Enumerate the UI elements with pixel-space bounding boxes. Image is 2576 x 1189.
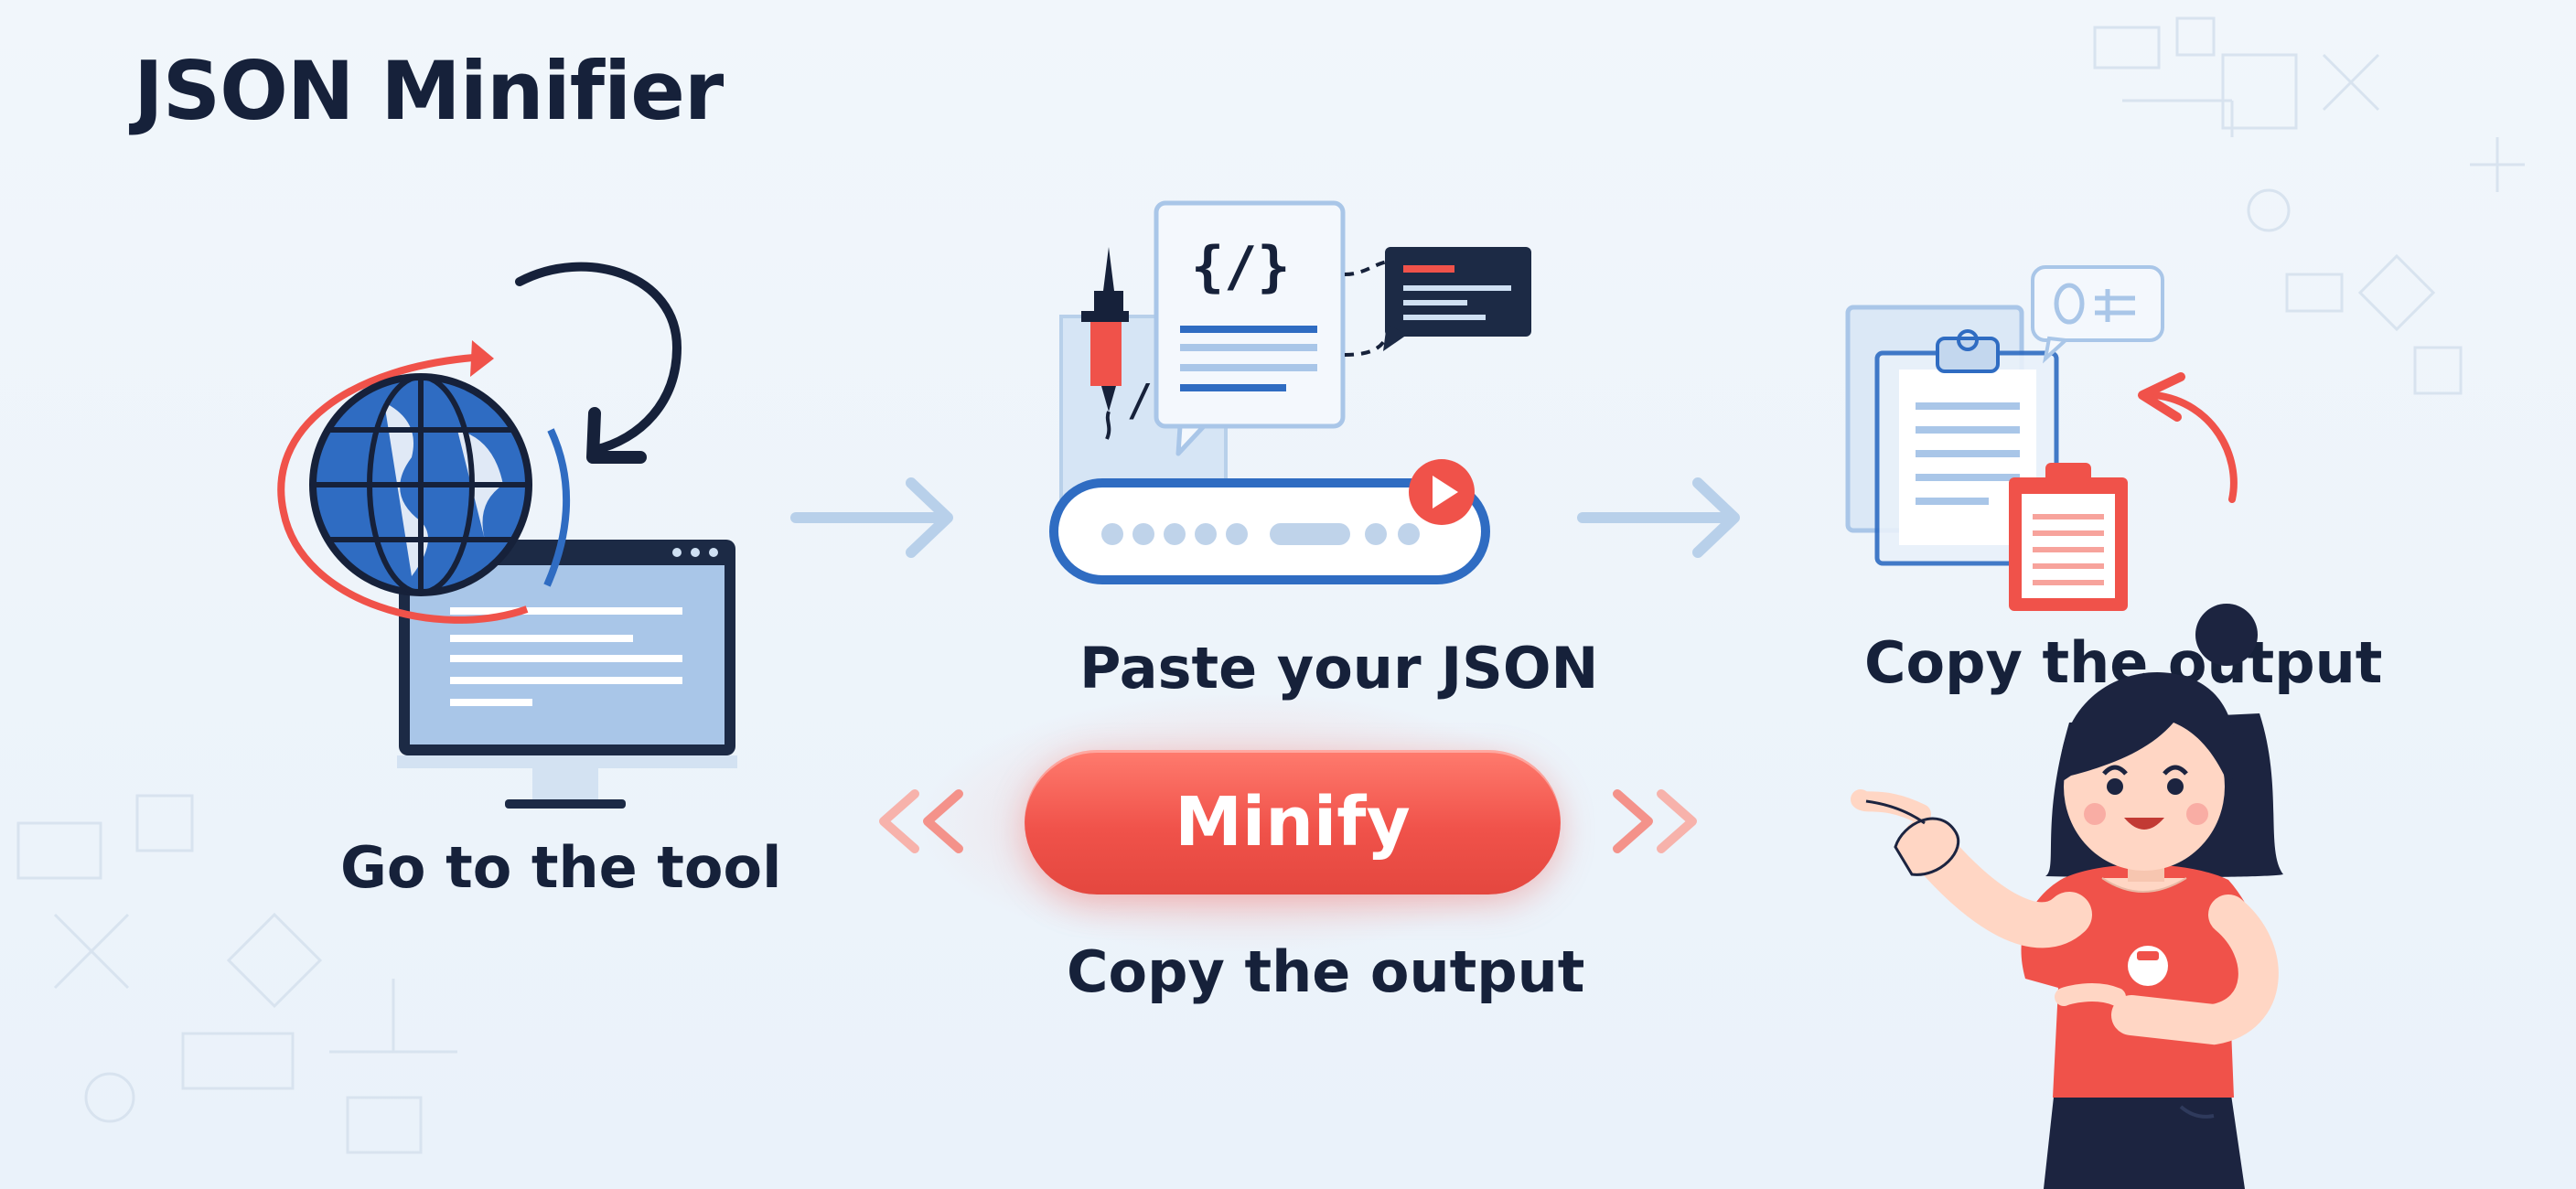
svg-text:/: / [1127,375,1154,426]
step-label-paste-json: Paste your JSON [1079,635,1599,702]
copy-output-label: Copy the output [1067,938,1585,1005]
page-title: JSON Minifier [134,44,724,138]
step-label-go-to-tool: Go to the tool [340,834,782,901]
minify-button[interactable]: Minify [1025,750,1561,894]
svg-text:{/}: {/} [1191,235,1290,299]
